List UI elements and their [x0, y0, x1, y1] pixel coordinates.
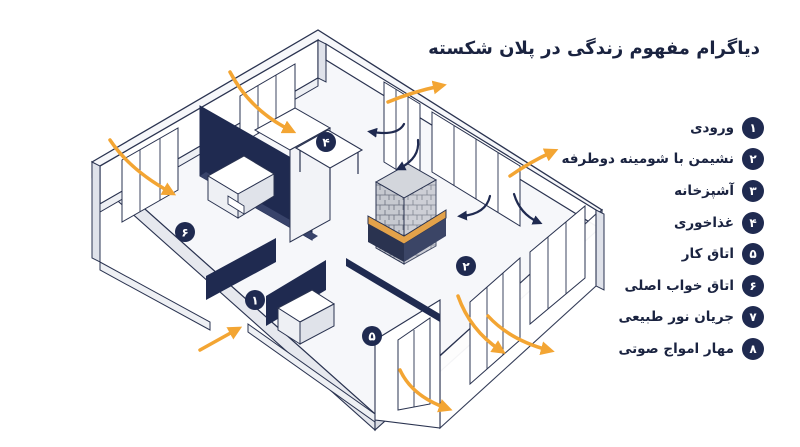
- legend-item: ۴ غذاخوری: [534, 207, 764, 239]
- room-marker-6: ۶: [175, 222, 195, 242]
- legend-label: آشپزخانه: [674, 182, 734, 199]
- legend-number-badge: ۴: [742, 211, 764, 234]
- sound-wave-arrows: [367, 122, 543, 225]
- legend-item: ۸ مهار امواج صوتی: [534, 333, 764, 365]
- legend-label: ورودی: [690, 119, 734, 136]
- room-marker-2: ۲: [456, 256, 476, 276]
- legend-label: جریان نور طبیعی: [618, 309, 734, 326]
- room-marker-4: ۴: [316, 132, 336, 152]
- double-sided-fireplace: [367, 163, 447, 265]
- bed: [207, 155, 275, 219]
- legend-item: ۵ اتاق کار: [534, 238, 764, 270]
- legend-item: ۱ ورودی: [534, 112, 764, 144]
- diagram-title: دیاگرام مفهوم زندگی در پلان شکسته: [428, 38, 760, 59]
- floor-slab: [90, 29, 604, 432]
- study-desk: [277, 289, 335, 345]
- legend-label: اتاق خواب اصلی: [624, 277, 734, 294]
- outer-wall-front-left: [91, 161, 211, 331]
- legend-label: غذاخوری: [674, 214, 734, 231]
- outer-wall-back-right: [325, 42, 597, 228]
- legend-label: نشیمن با شومینه دوطرفه: [561, 151, 734, 168]
- legend-label: اتاق کار: [681, 246, 734, 263]
- room-marker-5-label: ۵: [368, 330, 375, 344]
- legend-item: ۳ آشپزخانه: [534, 175, 764, 207]
- legend-number-badge: ۷: [742, 306, 764, 329]
- legend-number-badge: ۳: [742, 179, 764, 202]
- room-marker-4-label: ۴: [322, 136, 329, 150]
- room-marker-1: ۱: [245, 290, 265, 310]
- legend-label: مهار امواج صوتی: [618, 340, 734, 357]
- legend-number-badge: ۲: [742, 148, 764, 171]
- natural-light-arrows: [108, 70, 559, 413]
- legend-number-badge: ۵: [742, 243, 764, 266]
- legend-number-badge: ۶: [742, 274, 764, 297]
- outer-wall-front-right: [247, 299, 441, 429]
- room-marker-1-label: ۱: [251, 294, 258, 308]
- room-marker-2-label: ۲: [462, 260, 470, 274]
- legend-item: ۲ نشیمن با شومینه دوطرفه: [534, 144, 764, 176]
- legend-item: ۶ اتاق خواب اصلی: [534, 270, 764, 302]
- legend-number-badge: ۸: [742, 337, 764, 360]
- room-marker-6-label: ۶: [181, 226, 188, 240]
- legend-number-badge: ۱: [742, 116, 764, 139]
- legend-item: ۷ جریان نور طبیعی: [534, 302, 764, 334]
- room-marker-5: ۵: [362, 326, 382, 346]
